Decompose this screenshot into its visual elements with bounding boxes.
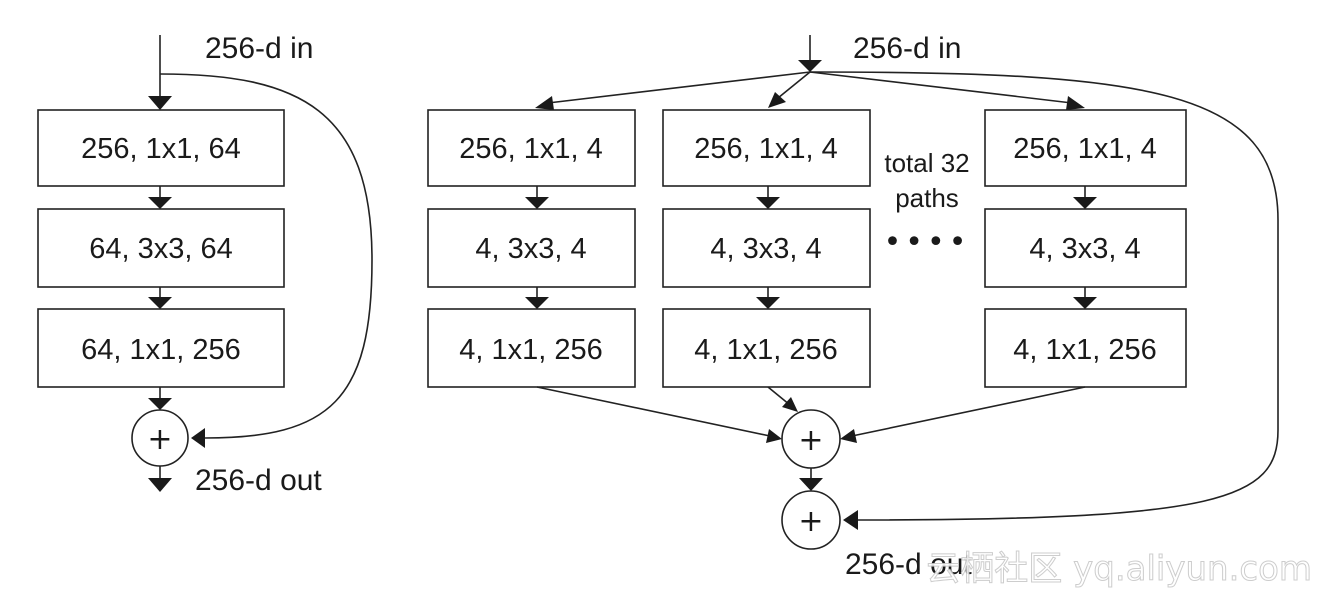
left-arrow-1: [148, 197, 172, 209]
residual-sum-symbol: +: [798, 504, 823, 539]
path-c-layer-1: 256, 1x1, 4: [984, 109, 1187, 187]
merge-arrowhead-a: [766, 429, 782, 443]
right-output-label: 256-d out: [845, 548, 972, 581]
paths-note-line2: paths: [895, 183, 959, 213]
path-c-layer-3-label: 4, 1x1, 256: [1013, 334, 1157, 366]
path-a-layer-2: 4, 3x3, 4: [427, 208, 636, 288]
merge-line-c: [851, 386, 1086, 437]
left-shortcut-path: [159, 73, 373, 439]
path-c: 256, 1x1, 4 4, 3x3, 4 4, 1x1, 256: [984, 109, 1187, 388]
aggregate-sum-symbol: +: [798, 423, 823, 458]
left-sum-symbol: +: [147, 422, 172, 457]
fanout-arrowhead-c: [1066, 96, 1085, 110]
right-input-label: 256-d in: [853, 32, 961, 65]
left-shortcut-arrowhead: [191, 428, 205, 448]
merge-line-b: [767, 386, 791, 406]
fanout-arrowhead-b: [768, 92, 786, 108]
path-b-layer-3: 4, 1x1, 256: [662, 308, 871, 388]
right-block: 256-d in 256, 1x1, 4 4, 3x3, 4: [427, 32, 1279, 581]
path-b-layer-1: 256, 1x1, 4: [662, 109, 871, 187]
merge-arrowhead-b: [782, 397, 798, 412]
fanout-arrowhead-a: [535, 96, 554, 110]
path-c-layer-2: 4, 3x3, 4: [984, 208, 1187, 288]
path-b: 256, 1x1, 4 4, 3x3, 4 4, 1x1, 256: [662, 109, 871, 388]
path-a-layer-1-label: 256, 1x1, 4: [459, 133, 603, 165]
path-b-layer-2-label: 4, 3x3, 4: [710, 233, 821, 265]
fanout-line-c: [809, 71, 1073, 104]
left-block: 256-d in 256, 1x1, 64 64, 3x3, 64 64, 1x…: [37, 32, 373, 497]
fanout-line-a: [547, 71, 811, 104]
left-output-arrowhead: [148, 478, 172, 492]
path-c-layer-2-label: 4, 3x3, 4: [1029, 233, 1140, 265]
aggregate-to-residual-arrowhead: [799, 478, 823, 491]
right-shortcut-path: [809, 71, 1279, 521]
path-a-layer-3: 4, 1x1, 256: [427, 308, 636, 388]
left-layer-1-label: 256, 1x1, 64: [81, 133, 241, 165]
path-c-layer-1-label: 256, 1x1, 4: [1013, 133, 1157, 165]
left-output-label: 256-d out: [195, 464, 322, 497]
path-c-layer-3: 4, 1x1, 256: [984, 308, 1187, 388]
left-arrow-3: [148, 398, 172, 410]
left-layer-2: 64, 3x3, 64: [37, 208, 285, 288]
watermark-text: 云栖社区 yq.aliyun.com: [926, 549, 1312, 589]
left-input-label: 256-d in: [205, 32, 313, 65]
merge-line-a: [536, 386, 771, 437]
left-layer-3-label: 64, 1x1, 256: [81, 334, 241, 366]
path-b-layer-2: 4, 3x3, 4: [662, 208, 871, 288]
left-input-arrowhead: [148, 96, 172, 110]
path-a-layer-1: 256, 1x1, 4: [427, 109, 636, 187]
left-layer-3: 64, 1x1, 256: [37, 308, 285, 388]
path-a-layer-3-label: 4, 1x1, 256: [459, 334, 603, 366]
path-b-layer-1-label: 256, 1x1, 4: [694, 133, 838, 165]
residual-sum-node: [781, 490, 841, 550]
merge-arrowhead-c: [840, 429, 857, 443]
paths-note-line1: total 32: [884, 148, 969, 178]
fanout-line-b: [777, 71, 811, 99]
right-input-arrowhead: [798, 60, 822, 72]
left-arrow-2: [148, 297, 172, 309]
left-layer-2-label: 64, 3x3, 64: [89, 233, 233, 265]
paths-ellipsis: ••••: [884, 225, 971, 260]
path-a-layer-2-label: 4, 3x3, 4: [475, 233, 586, 265]
path-b-layer-3-label: 4, 1x1, 256: [694, 334, 838, 366]
path-a: 256, 1x1, 4 4, 3x3, 4 4, 1x1, 256: [427, 109, 636, 388]
left-layer-1: 256, 1x1, 64: [37, 109, 285, 187]
right-shortcut-arrowhead: [843, 510, 858, 530]
